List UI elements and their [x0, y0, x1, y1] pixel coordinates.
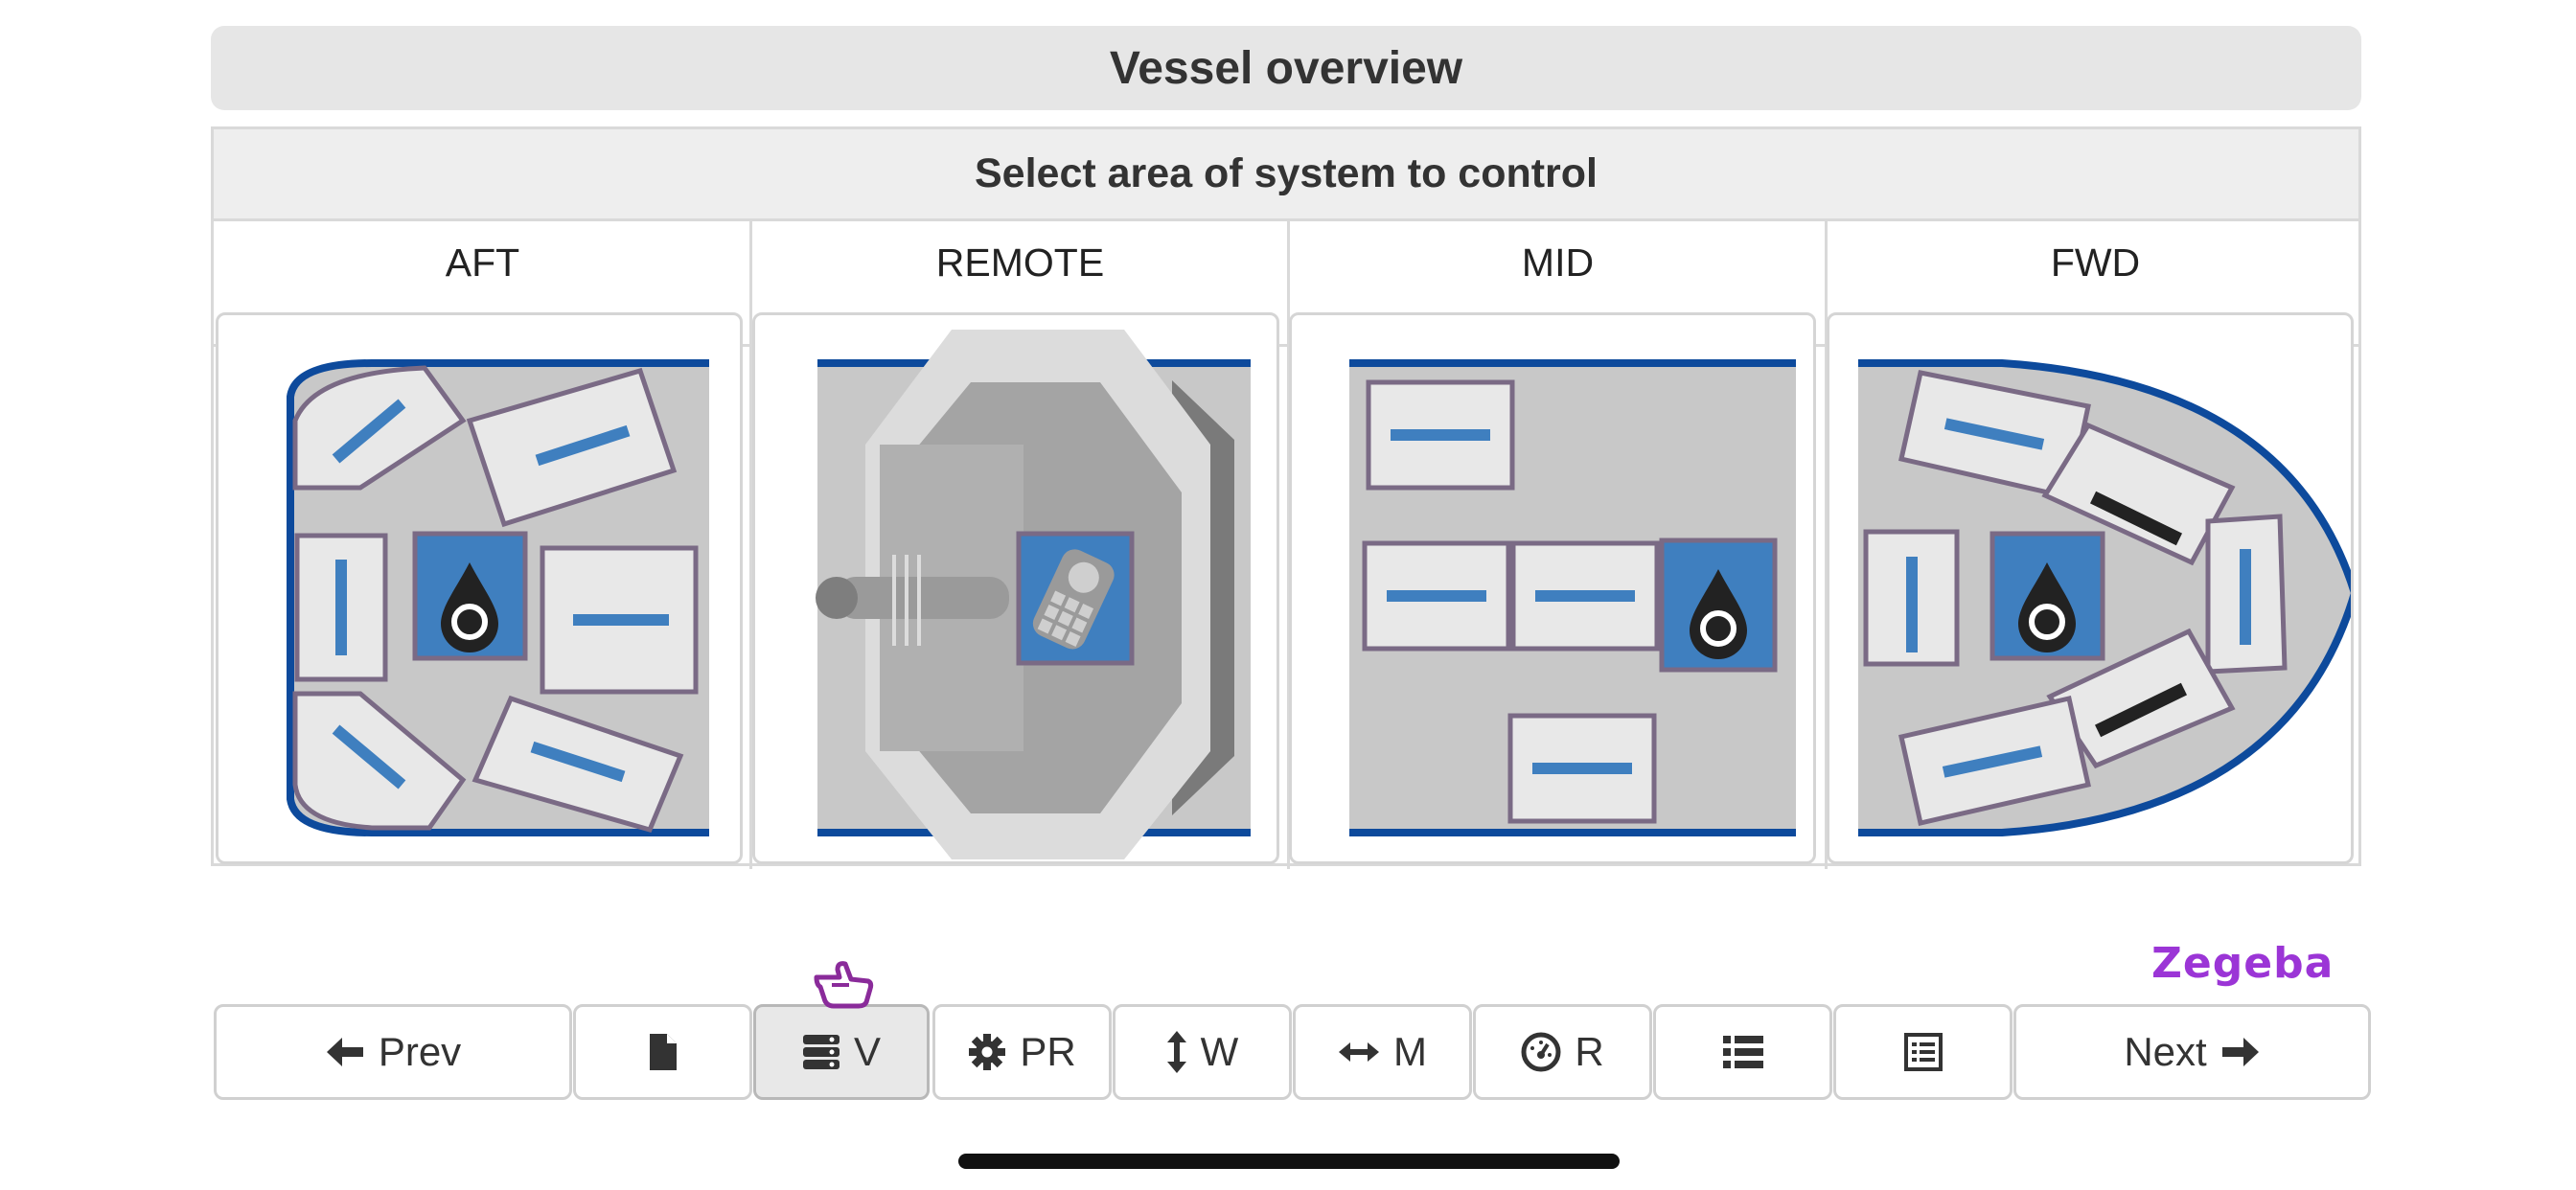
file-icon	[649, 1034, 677, 1070]
document-button[interactable]	[573, 1004, 752, 1100]
area-label-fwd: FWD	[2050, 240, 2141, 285]
w-button[interactable]: W	[1113, 1004, 1292, 1100]
horizontal-arrows-icon	[1339, 1042, 1379, 1062]
pointing-hand-icon	[814, 961, 874, 1009]
area-header-remote: REMOTE	[751, 221, 1289, 437]
divider	[214, 344, 2358, 347]
area-header-aft: AFT	[214, 221, 751, 437]
server-icon	[802, 1035, 840, 1069]
r-label: R	[1575, 1029, 1604, 1074]
m-label: M	[1393, 1029, 1427, 1074]
area-header-mid: MID	[1289, 221, 1827, 437]
page-title-text: Vessel overview	[1109, 42, 1463, 94]
m-button[interactable]: M	[1293, 1004, 1472, 1100]
area-label-mid: MID	[1521, 240, 1595, 285]
vessel-view-button[interactable]: V	[753, 1004, 930, 1100]
vertical-arrows-icon	[1166, 1031, 1186, 1073]
table-list-icon	[1903, 1033, 1943, 1071]
divider	[1825, 221, 1828, 869]
panel-heading-text: Select area of system to control	[975, 150, 1598, 196]
arrow-left-icon	[326, 1038, 363, 1066]
area-label-aft: AFT	[445, 240, 520, 285]
area-fwd-button[interactable]	[1827, 312, 2354, 864]
prev-button[interactable]: Prev	[214, 1004, 572, 1100]
table-list-button[interactable]	[1833, 1004, 2012, 1100]
gauge-icon	[1521, 1032, 1561, 1072]
remote-console-diagram-icon	[816, 330, 1251, 859]
brand-logo: Zegeba	[2151, 939, 2334, 988]
pr-label: PR	[1020, 1029, 1076, 1074]
area-header-fwd: FWD	[1827, 221, 2364, 437]
panel-heading: Select area of system to control	[214, 129, 2358, 221]
area-mid-button[interactable]	[1289, 312, 1816, 864]
vessel-view-label: V	[853, 1029, 881, 1074]
next-label: Next	[2124, 1029, 2207, 1074]
area-remote-button[interactable]	[752, 312, 1279, 864]
prev-label: Prev	[378, 1029, 462, 1074]
area-aft-button[interactable]	[216, 312, 743, 864]
pr-button[interactable]: PR	[932, 1004, 1112, 1100]
area-label-remote: REMOTE	[935, 240, 1105, 285]
aft-section-diagram-icon	[287, 359, 709, 836]
divider	[749, 221, 752, 869]
mid-section-diagram-icon	[1349, 359, 1796, 836]
gear-icon	[969, 1034, 1006, 1070]
fwd-section-diagram-icon	[1858, 359, 2351, 836]
arrow-right-icon	[2221, 1038, 2259, 1066]
divider	[1287, 221, 1290, 869]
list-button[interactable]	[1653, 1004, 1832, 1100]
home-indicator[interactable]	[958, 1154, 1620, 1169]
list-icon	[1722, 1036, 1763, 1068]
w-label: W	[1200, 1029, 1239, 1074]
next-button[interactable]: Next	[2013, 1004, 2371, 1100]
page-title: Vessel overview	[211, 26, 2361, 110]
r-button[interactable]: R	[1473, 1004, 1652, 1100]
